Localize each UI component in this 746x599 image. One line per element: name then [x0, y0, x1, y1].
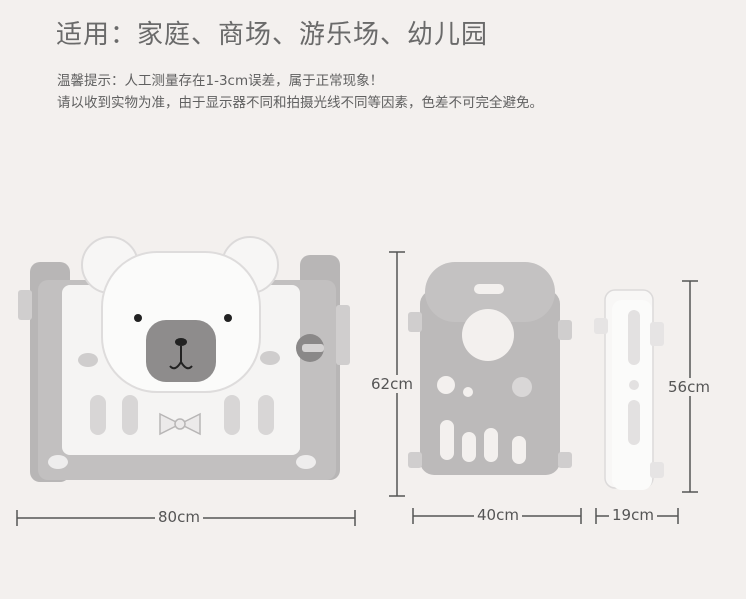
connector-height-label: 56cm — [665, 378, 713, 396]
tip-line-2: 请以收到实物为准，由于显示器不同和拍摄光线不同等因素，色差不可完全避免。 — [57, 95, 543, 111]
connector-panel — [594, 289, 664, 490]
connector-width-label: 19cm — [609, 506, 657, 524]
door-width-label: 40cm — [474, 506, 522, 524]
bear-panel — [18, 236, 350, 482]
panel-width-label: 80cm — [155, 508, 203, 526]
door-panel — [408, 262, 572, 475]
panel-height-label: 62cm — [368, 375, 416, 393]
page-title: 适用：家庭、商场、游乐场、幼儿园 — [56, 20, 489, 50]
tip-line-1: 温馨提示：人工测量存在1-3cm误差，属于正常现象！ — [57, 73, 384, 89]
